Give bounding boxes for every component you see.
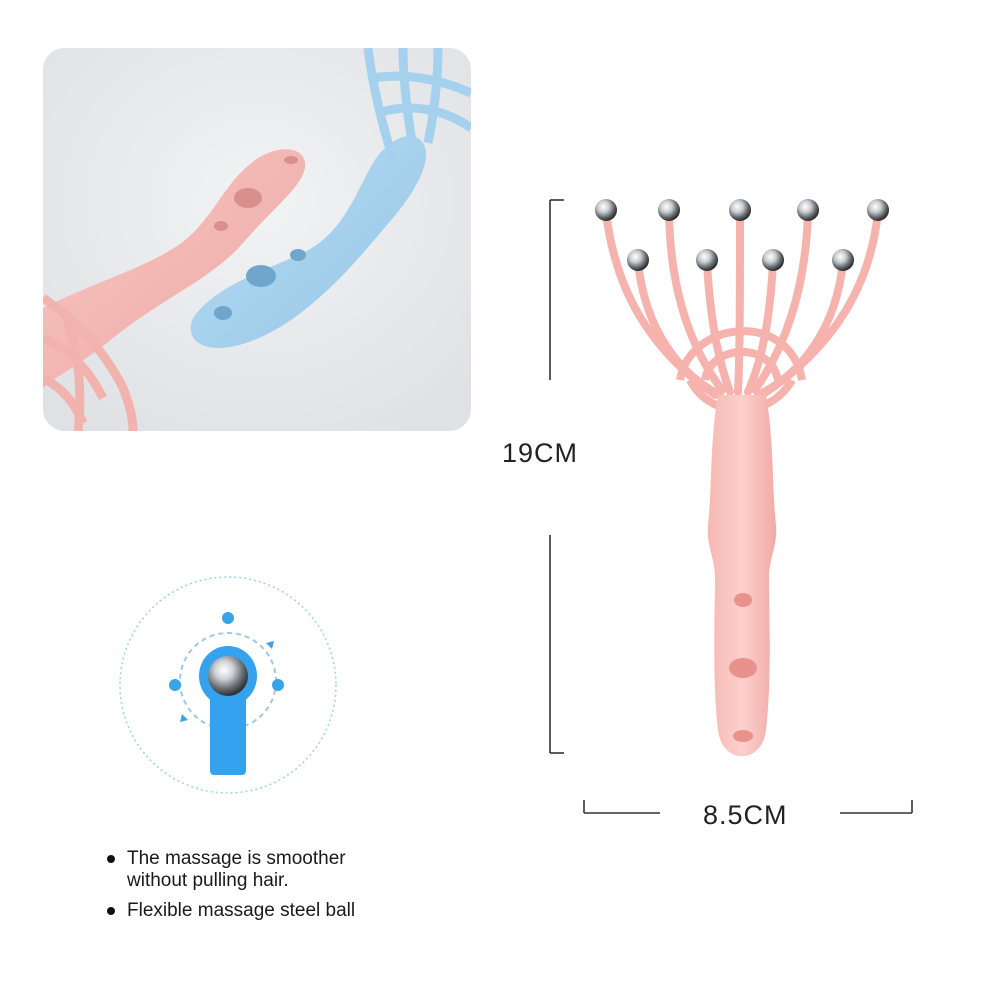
steel-ball-icon [832, 249, 854, 271]
steel-ball-icon [627, 249, 649, 271]
feature-text: The massage is smoother without pulling … [127, 848, 346, 891]
massager-prongs [602, 208, 882, 399]
blue-prong-stem [210, 693, 246, 775]
feature-text: Flexible massage steel ball [127, 900, 356, 921]
bullet-dot-icon [107, 907, 115, 915]
steel-ball-icon [729, 199, 751, 221]
massager-handle [707, 395, 777, 757]
height-dimension-line [549, 199, 564, 754]
pink-massager-handle [43, 149, 306, 431]
product-photo-panel [43, 48, 471, 431]
handle-hole [733, 730, 753, 742]
steel-ball-icon [797, 199, 819, 221]
steel-ball-icon [867, 199, 889, 221]
steel-balls [595, 199, 889, 271]
steel-ball-icon [762, 249, 784, 271]
width-dimension-line [583, 800, 913, 814]
steel-ball-icon [595, 199, 617, 221]
feature-item: The massage is smoother without pulling … [105, 848, 397, 892]
product-photo-illustration [43, 48, 471, 431]
height-dimension-label: 19CM [502, 438, 579, 468]
bullet-dot-icon [107, 855, 115, 863]
blue-massager-handle [190, 48, 471, 348]
product-dimension-illustration [549, 199, 913, 814]
feature-item: Flexible massage steel ball [105, 900, 397, 922]
handle-hole [729, 658, 757, 678]
steel-ball-icon [696, 249, 718, 271]
handle-hole [734, 593, 752, 607]
width-dimension-label: 8.5CM [703, 800, 788, 830]
steel-ball-icon [658, 199, 680, 221]
feature-list: The massage is smoother without pulling … [105, 848, 397, 930]
steel-ball-icon [208, 656, 248, 696]
dashed-outer-circle [119, 576, 337, 794]
steel-ball-detail-illustration [119, 576, 337, 794]
